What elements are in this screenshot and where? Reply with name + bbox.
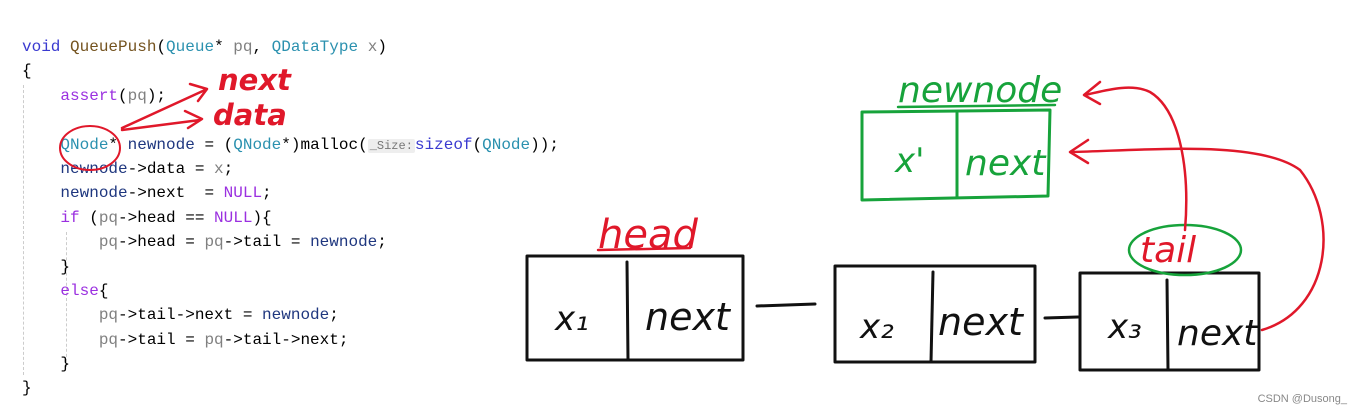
code-line: } <box>22 376 32 400</box>
code-token: ( <box>472 135 483 154</box>
code-token: QueuePush <box>70 38 157 56</box>
arrow-to-next <box>120 82 209 130</box>
newnode-next: next <box>965 143 1047 184</box>
code-token: pq <box>98 233 119 252</box>
head-label: head <box>598 212 698 258</box>
indent-guide <box>23 85 24 375</box>
code-token: newnode <box>262 306 330 325</box>
link-line <box>1043 315 1080 320</box>
watermark: CSDN @Dusong_ <box>1257 393 1347 405</box>
code-token: ); <box>146 86 167 105</box>
newnode-label: newnode <box>898 70 1062 111</box>
code-token: * <box>108 135 128 154</box>
code-token: , <box>252 38 272 56</box>
code-editor[interactable]: void QueuePush(Queue* pq, QDataType x){ … <box>22 35 559 401</box>
arrow-to-data <box>120 109 204 132</box>
code-token: QNode <box>60 135 109 154</box>
indent-guide <box>66 232 67 367</box>
code-token: = ( <box>194 135 234 154</box>
code-token: ( <box>79 208 99 227</box>
code-token: *)malloc( <box>281 135 368 154</box>
node-next: next <box>1177 313 1259 354</box>
code-token: QDataType <box>271 38 359 56</box>
code-line: QNode* newnode = (QNode*)malloc(_Size:si… <box>22 133 559 157</box>
code-line: if (pq->head == NULL){ <box>22 206 272 230</box>
code-token: ->head == <box>118 208 215 227</box>
node-value: x₁ <box>554 299 589 339</box>
code-token: )); <box>530 135 559 154</box>
arrow-pointer-to-newnode <box>1082 80 1188 232</box>
code-token: NULL <box>214 208 253 227</box>
code-line: { <box>22 59 32 83</box>
node-box <box>525 254 745 362</box>
code-token: pq <box>98 330 119 349</box>
node-next: next <box>645 295 732 339</box>
code-token: if <box>60 208 80 227</box>
code-token: } <box>22 257 71 276</box>
code-token: { <box>98 281 109 300</box>
code-token: NULL <box>223 184 263 203</box>
code-token: ( <box>118 86 128 105</box>
code-token: void <box>22 38 61 56</box>
code-token: else <box>60 281 99 300</box>
code-token: } <box>22 379 32 398</box>
code-token: QNode <box>482 135 531 154</box>
code-token: Queue <box>166 38 215 56</box>
node-next: next <box>938 300 1025 344</box>
code-token: newnode <box>310 233 378 252</box>
tail-label: tail <box>1140 230 1196 271</box>
annotation-data: data <box>213 98 287 132</box>
code-token: pq <box>204 330 224 349</box>
code-token: ->tail = <box>118 330 205 349</box>
code-token: ->next = <box>127 184 224 203</box>
code-token: x <box>214 159 224 178</box>
code-token: ( <box>156 38 167 56</box>
code-token: newnode <box>127 135 195 154</box>
code-token: newnode <box>60 184 128 203</box>
annotation-next: next <box>218 63 292 97</box>
code-token: ; <box>377 233 387 252</box>
code-line: } <box>22 255 70 279</box>
code-token: pq <box>127 86 147 105</box>
code-line: newnode->next = NULL; <box>22 181 272 205</box>
link-line <box>755 302 817 308</box>
code-token: ; <box>329 306 339 325</box>
code-token: ->tail = <box>223 233 311 252</box>
code-line: else{ <box>22 279 108 303</box>
code-token: ; <box>262 184 272 203</box>
code-token: pq <box>98 306 119 325</box>
code-token: * <box>214 38 234 56</box>
code-line: assert(pq); <box>22 84 166 108</box>
code-token: sizeof <box>414 135 473 154</box>
code-token: _Size: <box>367 138 415 153</box>
code-line: void QueuePush(Queue* pq, QDataType x) <box>22 35 387 59</box>
node-value: x₃ <box>1107 307 1142 347</box>
newnode-value: x' <box>894 141 924 181</box>
code-token: pq <box>98 208 119 227</box>
code-token: x <box>367 38 378 56</box>
code-token: ){ <box>252 208 272 227</box>
code-token: ) <box>377 38 387 56</box>
code-token: ->data = <box>127 159 215 178</box>
code-token: ->head = <box>118 233 205 252</box>
code-token: assert <box>60 86 119 105</box>
circle-annotation <box>59 125 121 171</box>
code-token: pq <box>204 233 224 252</box>
code-line: pq->head = pq->tail = newnode; <box>22 230 387 254</box>
node-box <box>833 264 1037 364</box>
code-line: pq->tail->next = newnode; <box>22 303 339 327</box>
code-token: } <box>22 355 71 374</box>
code-line: pq->tail = pq->tail->next; <box>22 328 349 352</box>
code-token: QNode <box>233 135 282 154</box>
node-value: x₂ <box>859 307 894 347</box>
code-token: { <box>22 62 32 81</box>
code-token: ->tail->next; <box>223 330 349 349</box>
code-token: pq <box>233 38 253 56</box>
newnode-box <box>860 108 1052 202</box>
code-token: ->tail->next = <box>118 306 263 325</box>
arrow-tail-to-newnode <box>1068 138 1325 332</box>
code-token: ; <box>223 159 234 178</box>
code-line: } <box>22 352 70 376</box>
